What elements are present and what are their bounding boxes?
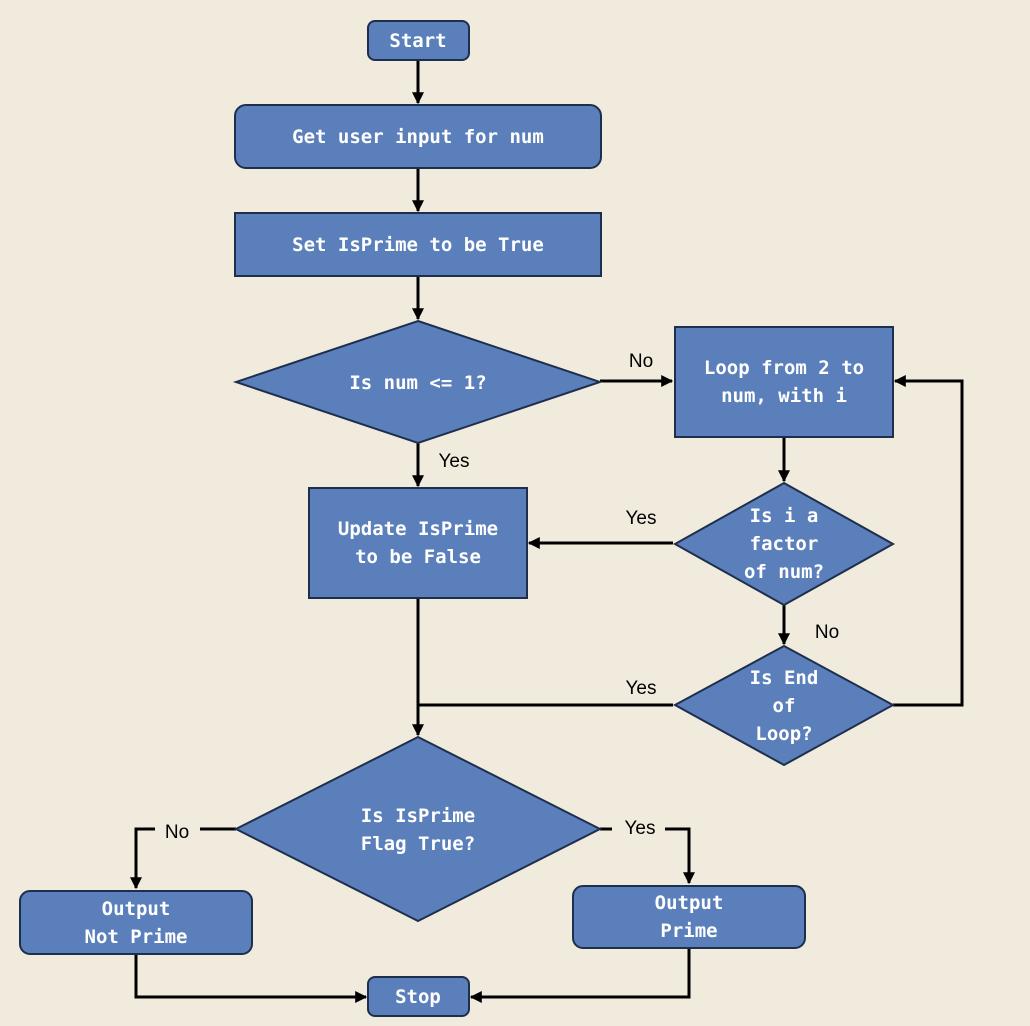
node-text-line: of num?: [744, 561, 824, 583]
node-loop-text: Loop from 2 to num, with i: [704, 357, 864, 407]
node-text-line: Loop?: [755, 723, 812, 745]
edges: [134, 60, 964, 1003]
node-text-line: Loop from 2 to: [704, 357, 864, 379]
label-check-flag-no: No: [165, 822, 189, 843]
edge-end-loop-no: [893, 375, 964, 707]
node-text-line: Is End: [750, 667, 819, 689]
node-start: Start: [367, 20, 470, 61]
node-text-line: Stop: [395, 986, 441, 1008]
node-text-line: Get user input for num: [292, 126, 544, 148]
node-update-false-text: Update IsPrime to be False: [338, 518, 498, 568]
node-text-line: Start: [389, 30, 446, 52]
node-check-num-text: Is num <= 1?: [349, 372, 486, 394]
node-stop-text: Stop: [395, 986, 441, 1008]
node-text-line: to be False: [355, 546, 481, 568]
node-text-line: Is IsPrime: [361, 805, 475, 827]
node-set-true: Set IsPrime to be True: [234, 212, 602, 277]
label-check-num-no: No: [629, 351, 653, 372]
node-text-line: Output: [655, 892, 724, 914]
label-is-factor-no: No: [815, 622, 839, 643]
node-start-text: Start: [389, 30, 446, 52]
node-input-text: Get user input for num: [292, 126, 544, 148]
node-text-line: Flag True?: [361, 833, 475, 855]
label-is-factor-yes: Yes: [626, 508, 657, 529]
edge-labels: No Yes Yes No Yes No Yes: [165, 351, 839, 843]
node-text-line: num, with i: [721, 385, 847, 407]
node-loop: Loop from 2 to num, with i: [674, 326, 894, 438]
node-text-line: Output: [102, 898, 171, 920]
node-set-true-text: Set IsPrime to be True: [292, 234, 544, 256]
node-text-line: Not Prime: [85, 926, 188, 948]
label-end-loop-yes: Yes: [626, 678, 657, 699]
node-text-line: Is i a: [750, 505, 819, 527]
node-text-line: Update IsPrime: [338, 518, 498, 540]
label-check-num-yes: Yes: [439, 451, 470, 472]
node-text-line: Prime: [660, 920, 717, 942]
node-text-line: of: [773, 695, 796, 717]
edge-prime-to-stop: [469, 948, 691, 1003]
node-check-num: Is num <= 1?: [232, 319, 604, 445]
node-input: Get user input for num: [234, 104, 602, 169]
node-text-line: Set IsPrime to be True: [292, 234, 544, 256]
node-update-false: Update IsPrime to be False: [308, 487, 528, 599]
node-is-factor: Is i a factor of num?: [672, 481, 896, 607]
label-check-flag-yes: Yes: [625, 818, 656, 839]
edge-check-flag-no: [136, 827, 236, 888]
node-text-line: factor: [750, 533, 819, 555]
node-is-factor-text: Is i a factor of num?: [744, 505, 824, 583]
node-stop: Stop: [367, 976, 470, 1017]
edge-not-prime-to-stop: [134, 954, 368, 1003]
node-text-line: Is num <= 1?: [349, 372, 486, 394]
